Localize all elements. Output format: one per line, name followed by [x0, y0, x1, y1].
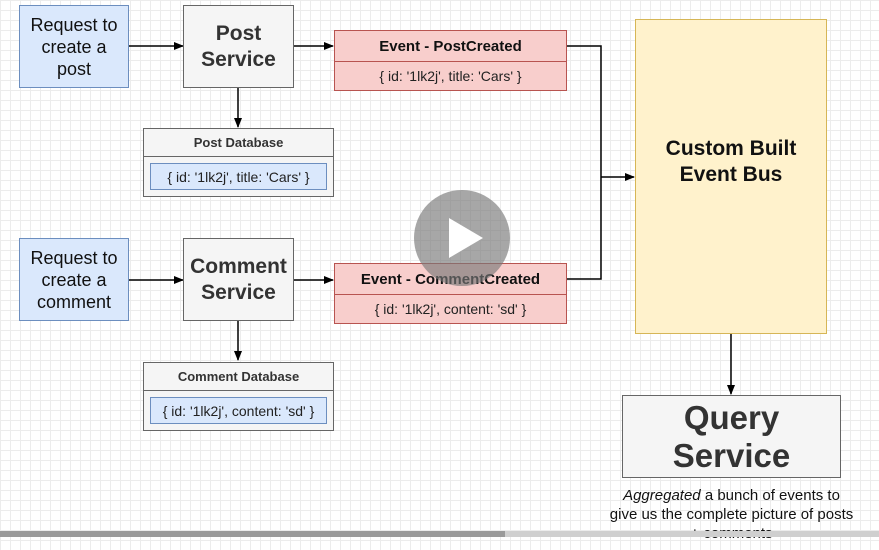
post-database-title: Post Database	[144, 129, 333, 157]
comment-service-line-1: Comment	[190, 254, 287, 278]
comment-request-line-2: create a	[41, 269, 107, 290]
comment-request-line-3: comment	[36, 291, 112, 312]
event-bus-line-2: Event Bus	[679, 162, 783, 186]
post-request-box: Request to create a post	[19, 5, 129, 88]
post-database-record: { id: '1lk2j', title: 'Cars' }	[150, 163, 327, 190]
play-button[interactable]	[414, 190, 510, 286]
caption-emphasis: Aggregated	[623, 487, 701, 504]
video-progress-bar[interactable]	[0, 531, 879, 537]
line-post-event-to-bus	[567, 45, 602, 177]
query-service-box: Query Service	[622, 395, 841, 478]
caption-line-2: give us the complete picture of posts	[609, 506, 854, 523]
play-icon	[449, 218, 483, 258]
query-service-caption: Aggregated a bunch of events to give us …	[585, 486, 878, 546]
video-progress-fill	[0, 531, 506, 537]
comment-database-record: { id: '1lk2j', content: 'sd' }	[150, 397, 327, 424]
post-created-event-title: Event - PostCreated	[334, 30, 567, 62]
post-service-box: Post Service	[183, 5, 294, 88]
comment-request-line-1: Request to	[30, 247, 118, 268]
comment-created-event-payload: { id: '1lk2j', content: 'sd' }	[334, 295, 567, 324]
comment-request-box: Request to create a comment	[19, 238, 129, 321]
line-comment-event-to-bus	[567, 177, 602, 280]
query-service-line-1: Query	[683, 398, 780, 436]
event-bus-box: Custom Built Event Bus	[635, 19, 827, 334]
post-created-event-payload: { id: '1lk2j', title: 'Cars' }	[334, 62, 567, 91]
post-service-line-2: Service	[201, 47, 276, 71]
post-request-line-1: Request to	[30, 14, 118, 35]
post-database: Post Database { id: '1lk2j', title: 'Car…	[143, 128, 334, 197]
post-request-line-3: post	[56, 58, 92, 79]
comment-database: Comment Database { id: '1lk2j', content:…	[143, 362, 334, 431]
comment-service-box: Comment Service	[183, 238, 294, 321]
comment-service-line-2: Service	[201, 280, 276, 304]
comment-database-title: Comment Database	[144, 363, 333, 391]
event-bus-line-1: Custom Built	[665, 136, 797, 160]
caption-line-1: a bunch of events to	[700, 487, 840, 504]
post-request-line-2: create a	[41, 36, 107, 57]
query-service-line-2: Service	[672, 436, 791, 474]
post-service-line-1: Post	[215, 21, 262, 45]
